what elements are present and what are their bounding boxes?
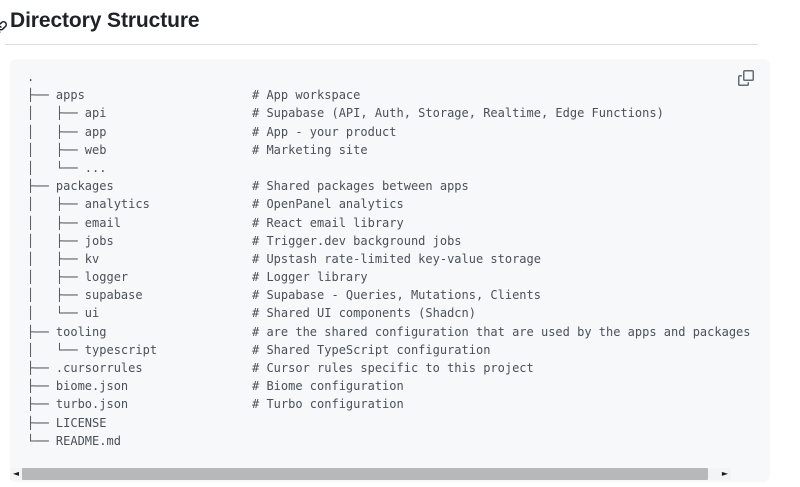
tree-entry: ├── LICENSE bbox=[27, 415, 107, 430]
tree-comment: # Shared UI components (Shadcn) bbox=[252, 306, 476, 321]
directory-tree: . ├── apps # App workspace │ ├── api # Supab… bbox=[27, 68, 770, 450]
copy-button[interactable] bbox=[736, 68, 756, 88]
tree-comment: # Biome configuration bbox=[252, 379, 404, 394]
tree-entry: ├── turbo.json bbox=[27, 397, 129, 412]
tree-line: │ ├── supabase # Supabase - Queries, Muta… bbox=[27, 286, 770, 304]
tree-line: │ └── ... bbox=[27, 159, 770, 177]
scroll-right-arrow-icon[interactable]: ► bbox=[721, 469, 729, 478]
tree-line: ├── apps # App workspace bbox=[27, 86, 770, 104]
copy-icon bbox=[738, 70, 754, 86]
tree-entry: │ └── ui bbox=[27, 306, 100, 321]
tree-line: │ ├── app # App - your product bbox=[27, 123, 770, 141]
tree-line: ├── .cursorrules # Cursor rules specific … bbox=[27, 359, 770, 377]
horizontal-scrollbar[interactable]: ◄ ► bbox=[10, 468, 731, 480]
code-block: . ├── apps # App workspace │ ├── api # Supab… bbox=[10, 59, 770, 482]
tree-entry: │ ├── web bbox=[27, 142, 107, 157]
tree-line: ├── packages # Shared packages between ap… bbox=[27, 177, 770, 195]
tree-entry: ├── .cursorrules bbox=[27, 361, 143, 375]
tree-entry: │ ├── analytics bbox=[27, 197, 150, 212]
tree-comment: # Shared packages between apps bbox=[252, 179, 469, 194]
tree-comment: # Supabase (API, Auth, Storage, Realtime… bbox=[252, 106, 664, 121]
tree-comment: # Marketing site bbox=[252, 142, 368, 157]
tree-line: ├── turbo.json # Turbo configuration bbox=[27, 395, 770, 413]
tree-comment: # are the shared configuration that are … bbox=[252, 324, 751, 339]
scroll-left-arrow-icon[interactable]: ◄ bbox=[12, 469, 20, 478]
tree-entry: └── README.md bbox=[27, 433, 121, 448]
tree-entry: ├── apps bbox=[27, 88, 85, 103]
tree-comment: # Upstash rate-limited key-value storage bbox=[252, 251, 541, 266]
tree-line: ├── tooling # are the shared configuratio… bbox=[27, 323, 770, 341]
tree-line: │ ├── web # Marketing site bbox=[27, 141, 770, 159]
page-title: Directory Structure bbox=[0, 7, 200, 35]
tree-entry: │ ├── jobs bbox=[27, 233, 114, 248]
tree-line: │ └── ui # Shared UI components (Shadcn) bbox=[27, 304, 770, 322]
tree-line: ├── LICENSE bbox=[27, 414, 770, 432]
tree-comment: # App - your product bbox=[252, 124, 397, 139]
tree-comment: # Trigger.dev background jobs bbox=[252, 233, 462, 248]
tree-comment: # Supabase - Queries, Mutations, Clients bbox=[252, 288, 541, 303]
link-icon[interactable] bbox=[0, 16, 8, 33]
heading-divider bbox=[5, 44, 758, 45]
tree-comment: # Turbo configuration bbox=[252, 397, 404, 412]
tree-comment: # Shared TypeScript configuration bbox=[252, 342, 491, 357]
page-title-text: Directory Structure bbox=[10, 9, 200, 32]
tree-entry: . bbox=[27, 70, 35, 84]
tree-line: │ ├── email # React email library bbox=[27, 214, 770, 232]
tree-comment: # React email library bbox=[252, 215, 404, 230]
tree-line: │ ├── kv # Upstash rate-limited key-value… bbox=[27, 250, 770, 268]
tree-line: │ ├── logger # Logger library bbox=[27, 268, 770, 286]
tree-line: └── README.md bbox=[27, 432, 770, 450]
tree-line: │ ├── jobs # Trigger.dev background jobs bbox=[27, 232, 770, 250]
tree-entry: ├── packages bbox=[27, 179, 114, 194]
tree-line: │ └── typescript # Shared TypeScript conf… bbox=[27, 341, 770, 359]
tree-comment: # App workspace bbox=[252, 88, 361, 103]
tree-comment: # Cursor rules specific to this project bbox=[252, 361, 534, 375]
tree-entry: │ ├── email bbox=[27, 215, 121, 230]
tree-entry: │ ├── supabase bbox=[27, 288, 143, 303]
tree-entry: │ ├── api bbox=[27, 106, 107, 121]
tree-comment: # Logger library bbox=[252, 270, 368, 285]
tree-line: . bbox=[27, 68, 770, 86]
tree-entry: │ └── typescript bbox=[27, 342, 158, 357]
scroll-thumb[interactable] bbox=[22, 468, 708, 480]
tree-entry: │ ├── logger bbox=[27, 270, 129, 285]
tree-entry: ├── biome.json bbox=[27, 379, 129, 394]
tree-comment: # OpenPanel analytics bbox=[252, 197, 404, 212]
tree-line: ├── biome.json # Biome configuration bbox=[27, 377, 770, 395]
tree-entry: │ ├── app bbox=[27, 124, 107, 139]
tree-entry: │ ├── kv bbox=[27, 251, 100, 266]
tree-entry: ├── tooling bbox=[27, 324, 107, 339]
tree-line: │ ├── analytics # OpenPanel analytics bbox=[27, 195, 770, 213]
tree-line: │ ├── api # Supabase (API, Auth, Storage,… bbox=[27, 104, 770, 122]
tree-entry: │ └── ... bbox=[27, 160, 107, 175]
